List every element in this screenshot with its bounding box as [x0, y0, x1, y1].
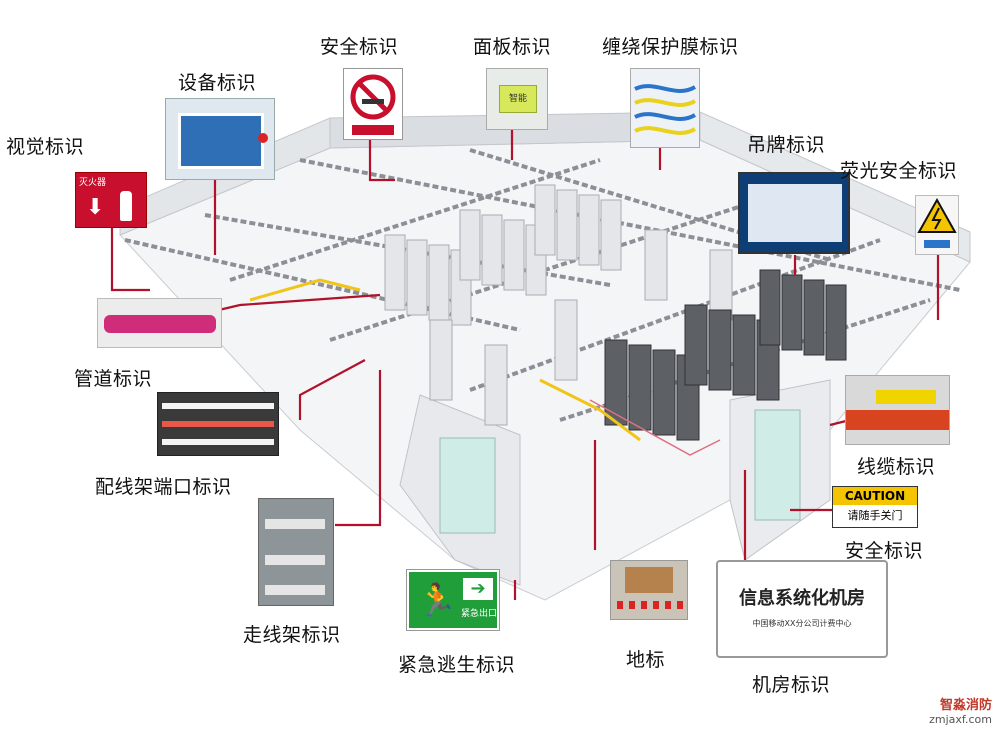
label-cable: 线缆标识	[857, 456, 936, 478]
label-hanging: 吊牌标识	[747, 134, 826, 156]
cable-tray-sign-card	[258, 498, 334, 606]
room-sign-title: 信息系统化机房	[739, 588, 865, 609]
no-smoking-icon	[350, 74, 396, 135]
right-arrow-icon: ➔	[463, 578, 493, 600]
floor-sign-card	[610, 560, 688, 620]
patch-port-sign-card	[157, 392, 279, 456]
floor-red-lines	[589, 399, 721, 456]
cable-red-bundle	[846, 410, 949, 430]
fluorescent-sign-card	[915, 195, 959, 255]
caution-sign-card: CAUTION 请随手关门	[832, 486, 918, 528]
exit-text: 紧急出口	[461, 609, 498, 619]
label-visual: 视觉标识	[6, 136, 85, 158]
label-floor: 地标	[626, 649, 666, 671]
panel-sign-card: 智能	[486, 68, 548, 130]
visual-sign-card: 灭火器 ⬇	[75, 172, 147, 228]
tray-label-1	[265, 519, 325, 529]
red-knob-icon	[258, 133, 268, 143]
running-man-icon: 🏃	[417, 581, 457, 619]
door-left	[439, 437, 496, 534]
label-safety-top: 安全标识	[320, 36, 399, 58]
high-voltage-warning-icon	[917, 197, 957, 248]
cable-film-sign-card	[630, 68, 700, 148]
emergency-exit-sign-card: 🏃 ➔ 紧急出口	[406, 569, 500, 631]
floor-markings	[249, 278, 641, 442]
cable-tag-yellow	[876, 390, 936, 404]
watermark-name: 智淼消防	[939, 698, 992, 713]
pipe-band	[104, 315, 216, 333]
pipeline-sign-card	[97, 298, 222, 348]
panel-plate: 智能	[499, 85, 537, 113]
port-strip-3	[162, 439, 274, 445]
caution-text: 请随手关门	[847, 509, 903, 522]
label-room: 机房标识	[752, 674, 831, 696]
port-strip-1	[162, 403, 274, 409]
label-panel: 面板标识	[473, 36, 552, 58]
no-smoking-sign-card	[343, 68, 403, 140]
label-fluorescent: 荧光安全标识	[840, 160, 958, 182]
label-equipment: 设备标识	[178, 72, 257, 94]
port-strip-2	[162, 421, 274, 427]
equipment-label-plate	[178, 113, 264, 169]
server-racks-dark	[604, 269, 847, 441]
label-patch-port: 配线架端口标识	[95, 476, 232, 498]
label-safety-right: 安全标识	[845, 540, 924, 562]
label-pipeline: 管道标识	[74, 368, 153, 390]
floor-dots	[617, 601, 683, 609]
equipment-sign-card	[165, 98, 275, 180]
tray-label-3	[265, 585, 325, 595]
cable-sign-card	[845, 375, 950, 445]
watermark: 智淼消防 zmjaxf.com	[929, 694, 992, 726]
fire-extinguisher-text: 灭火器	[79, 178, 107, 188]
label-cable-film: 缠绕保护膜标识	[602, 36, 739, 58]
room-sign-card: 信息系统化机房 中国移动XX分公司计费中心	[716, 560, 888, 658]
floor-box	[625, 567, 673, 593]
wrapped-cables-icon	[634, 84, 697, 135]
down-arrow-icon: ⬇	[86, 195, 105, 220]
door-right	[754, 409, 801, 521]
hanging-sign-screen	[748, 184, 842, 242]
fire-extinguisher-icon	[120, 191, 132, 221]
tray-label-2	[265, 555, 325, 565]
watermark-url: zmjaxf.com	[929, 713, 992, 726]
caution-title: CAUTION	[833, 487, 917, 505]
room-sign-subtitle: 中国移动XX分公司计费中心	[752, 619, 852, 628]
label-cable-tray: 走线架标识	[243, 624, 341, 646]
label-emergency: 紧急逃生标识	[398, 654, 516, 676]
hanging-sign-card	[738, 172, 850, 254]
server-racks-left	[384, 184, 733, 426]
